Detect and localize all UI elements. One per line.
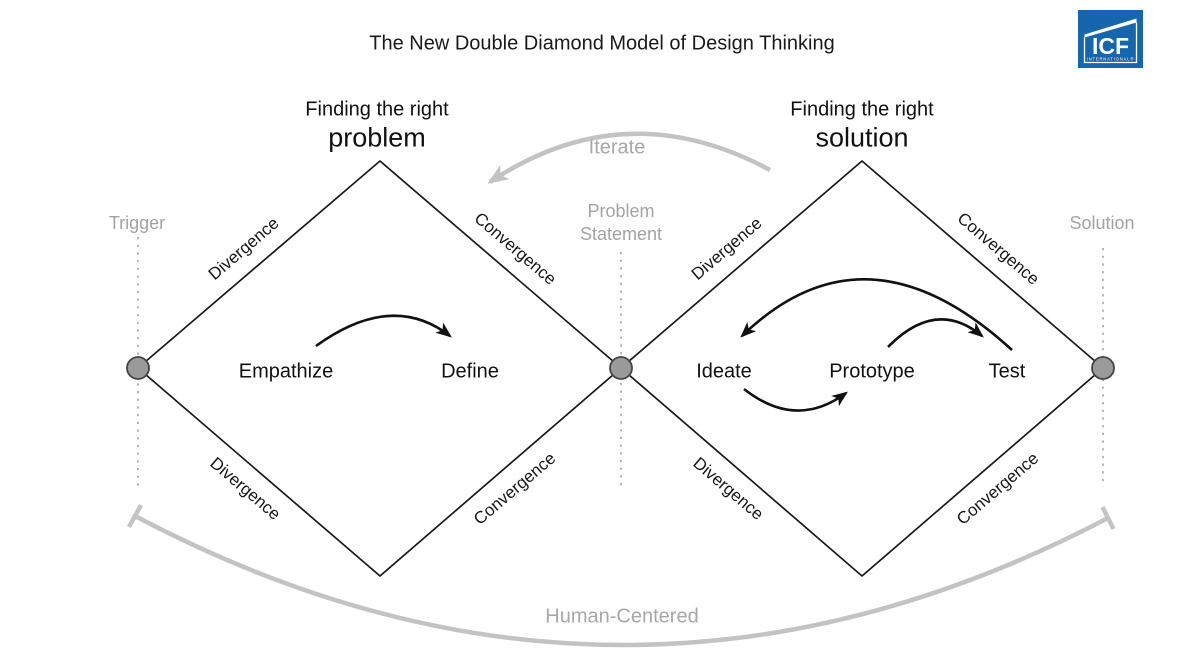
icf-logo-wordmark: ICF [1092,33,1129,59]
stage-empathize: Empathize [238,360,334,383]
icf-logo-background [1078,10,1143,68]
problem-statement-label-line2: Statement [579,224,663,244]
human-centered-right-cap [1100,505,1116,531]
page-title: The New Double Diamond Model of Design T… [369,32,835,55]
prototype-to-test-arrow [887,318,984,348]
icf-international-logo: ICF INTERNATIONAL® [1078,10,1143,68]
trigger-node [126,356,150,380]
right-diamond-heading-line1: Finding the right [790,98,934,121]
stage-prototype: Prototype [829,360,915,383]
trigger-label: Trigger [108,213,166,233]
human-centered-arc [133,514,1110,648]
stage-ideate: Ideate [696,360,752,383]
ideate-to-prototype-arrow [743,387,848,412]
icf-logo-subtext: INTERNATIONAL® [1087,57,1135,62]
right-diamond-heading-line2: solution [815,122,909,153]
left-diamond-heading-line2: problem [328,122,426,153]
stage-test: Test [988,360,1026,383]
problem-statement-node [609,356,633,380]
problem-statement-label-line1: Problem [587,201,655,221]
human-centered-left-cap [126,503,144,529]
left-diamond-outline [137,160,622,577]
icf-logo-graphic: ICF INTERNATIONAL® [1078,10,1143,68]
solution-node [1091,356,1115,380]
left-diamond-heading-line1: Finding the right [305,98,449,121]
human-centered-label: Human-Centered [545,605,699,628]
icf-logo-frame [1083,22,1138,64]
test-to-ideate-arrow [740,278,1013,351]
icf-logo-swoosh [1084,18,1137,38]
stage-define: Define [441,360,499,383]
empathize-to-define-arrow [315,314,452,348]
solution-label: Solution [1069,213,1135,233]
iterate-arrow [487,131,772,184]
iterate-label: Iterate [588,136,646,159]
